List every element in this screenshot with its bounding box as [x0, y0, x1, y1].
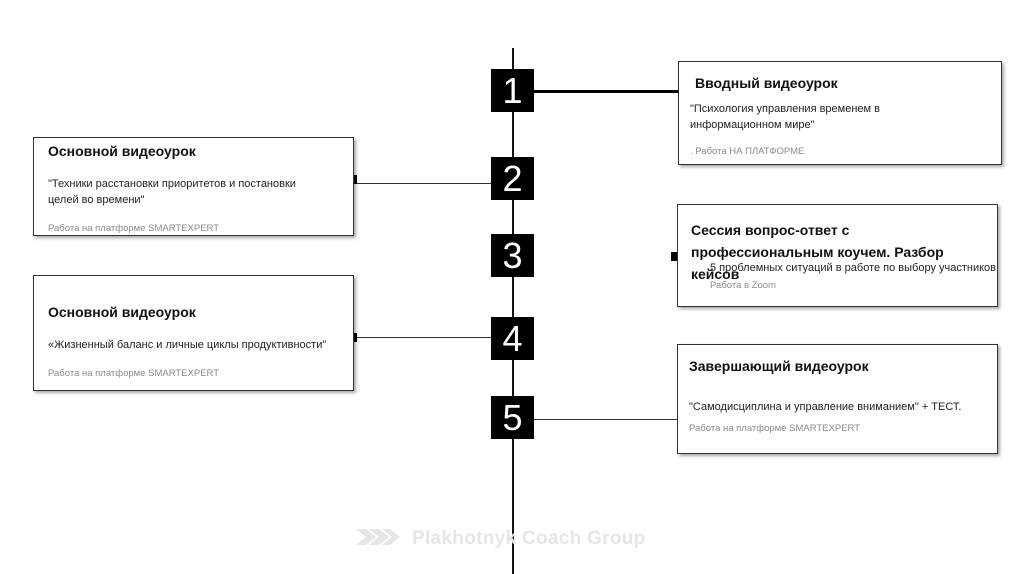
lesson-platform: Работа в Zoom: [710, 280, 776, 291]
lesson-title: Вводный видеоурок: [695, 75, 838, 91]
lesson-card-main-1: Основной видеоурок "Техники расстановки …: [33, 137, 354, 236]
lesson-description: "Психология управления временем в информ…: [690, 103, 881, 131]
timeline-axis: [512, 48, 514, 574]
watermark-text: Plakhotnyk Coach Group: [412, 528, 646, 549]
connector-line-5: [534, 419, 678, 420]
step-number-5: 5: [491, 396, 534, 439]
connector-line-2: [354, 183, 494, 184]
connector-line-4: [354, 337, 494, 338]
lesson-description: 5 проблемных ситуаций в работе по выбору…: [710, 262, 997, 274]
step-number-3: 3: [491, 234, 534, 277]
lesson-card-main-2: Основной видеоурок «Жизненный баланс и л…: [33, 275, 354, 391]
lesson-title: Основной видеоурок: [48, 304, 196, 320]
double-chevron-icon: [356, 527, 402, 552]
lesson-platform: Работа на платформе SMARTEXPERT: [48, 223, 220, 234]
lesson-card-final: Завершающий видеоурок "Самодисциплина и …: [677, 344, 998, 454]
watermark: Plakhotnyk Coach Group: [356, 526, 646, 552]
lesson-title: Завершающий видеоурок: [689, 358, 869, 374]
step-number-2: 2: [491, 157, 534, 200]
step-number-4: 4: [491, 317, 534, 360]
lesson-title: Сессия вопрос-ответ с профессиональным к…: [691, 222, 944, 282]
lesson-platform: Работа на платформе SMARTEXPERT: [689, 423, 861, 434]
lesson-description: "Техники расстановки приоритетов и поста…: [48, 178, 296, 206]
connector-dot-3: [671, 252, 680, 261]
lesson-card-intro: Вводный видеоурок "Психология управления…: [678, 61, 1002, 165]
lesson-title: Основной видеоурок: [48, 143, 196, 159]
lesson-platform: Работа на платформе SMARTEXPERT: [48, 368, 220, 379]
lesson-description: «Жизненный баланс и личные циклы продукт…: [48, 339, 327, 351]
lesson-description: "Самодисциплина и управление вниманием" …: [689, 401, 962, 413]
lesson-card-qa-session: Сессия вопрос-ответ с профессиональным к…: [677, 204, 998, 307]
lesson-platform: . Работа НА ПЛАТФОРМЕ: [690, 146, 805, 157]
step-number-1: 1: [491, 69, 534, 112]
connector-line-1: [534, 90, 678, 93]
